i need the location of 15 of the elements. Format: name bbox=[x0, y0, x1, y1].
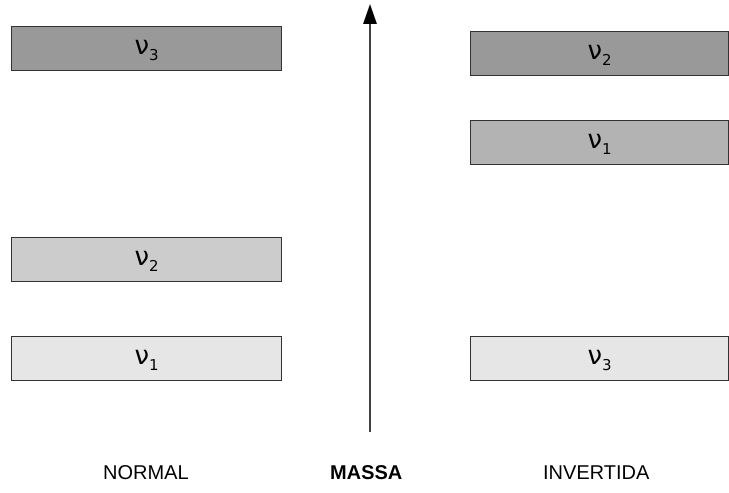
ordering-label: INVERTIDA bbox=[543, 462, 650, 485]
level-label: ν$_{2}$ bbox=[134, 244, 159, 275]
axis-label: MASSA bbox=[330, 462, 402, 485]
level-label: ν$_{1}$ bbox=[587, 127, 612, 158]
level-bar bbox=[470, 31, 729, 76]
level-label: ν$_{3}$ bbox=[134, 33, 159, 64]
level-label: ν$_{2}$ bbox=[587, 38, 612, 69]
ordering-label: NORMAL bbox=[103, 462, 189, 485]
level-bar bbox=[11, 237, 282, 282]
level-bar bbox=[11, 336, 282, 381]
level-bar bbox=[470, 120, 729, 165]
level-bar bbox=[11, 26, 282, 71]
level-label: ν$_{3}$ bbox=[587, 343, 612, 374]
level-label: ν$_{1}$ bbox=[134, 343, 159, 374]
level-bar bbox=[470, 336, 729, 381]
